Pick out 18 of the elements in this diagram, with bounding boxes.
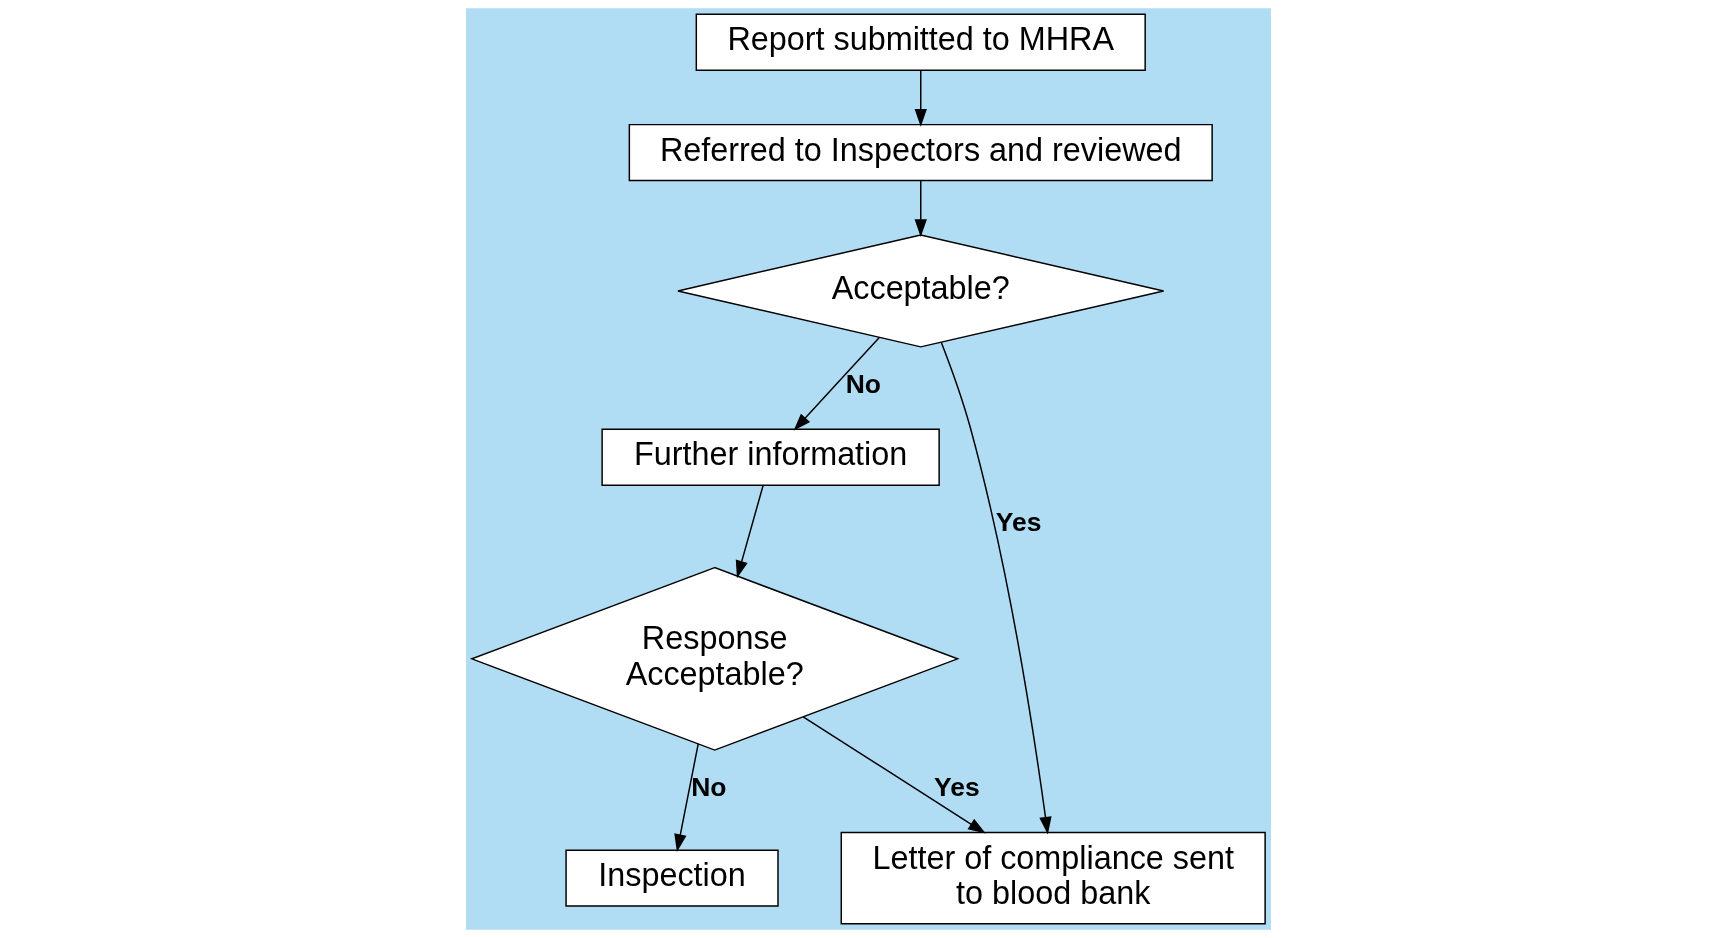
arrow	[801, 716, 986, 834]
node-box: Referred to Inspectors and reviewed	[628, 123, 1213, 182]
arrow	[914, 69, 927, 127]
edge-label: Yes	[995, 507, 1041, 538]
edge-label: No	[845, 369, 881, 400]
node-box: Letter of compliance sent to blood bank	[840, 831, 1266, 925]
node-box: Further information	[600, 428, 940, 486]
node-box: Report submitted to MHRA	[695, 13, 1146, 71]
edge-label: No	[690, 772, 726, 803]
arrow	[940, 341, 1052, 835]
node-box: Inspection	[564, 849, 779, 907]
arrow	[735, 484, 764, 579]
arrow	[793, 336, 880, 431]
node-diamond: Acceptable?	[676, 234, 1164, 348]
arrow	[914, 180, 927, 237]
arrow	[673, 743, 699, 852]
edge-label: Yes	[933, 772, 980, 803]
node-diamond: Response Acceptable?	[469, 566, 960, 751]
